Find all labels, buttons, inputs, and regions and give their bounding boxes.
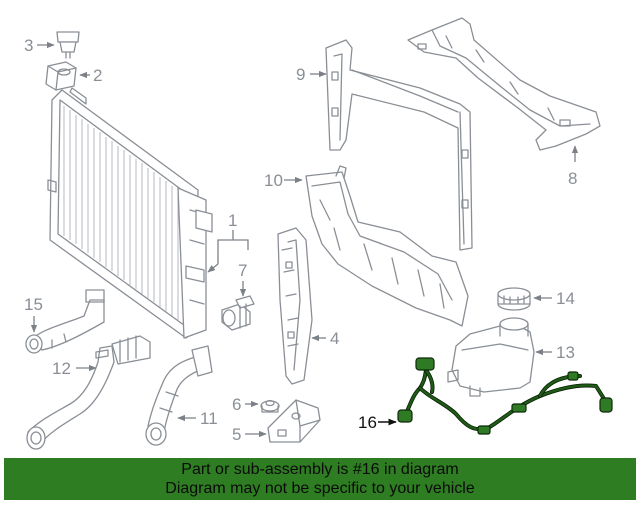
banner-line-2: Diagram may not be specific to your vehi… [165, 480, 475, 497]
part-9-support-frame[interactable] [325, 39, 473, 251]
svg-text:4: 4 [330, 329, 339, 348]
radiator-fins [63, 106, 185, 325]
part-3-clip[interactable] [56, 31, 80, 59]
part-14-reservoir-cap[interactable] [497, 287, 531, 311]
callout-16: 16 [358, 413, 397, 432]
callout-3: 3 [24, 36, 55, 55]
part-8-cross-member[interactable] [407, 17, 601, 151]
callout-15: 15 [24, 295, 43, 333]
radiator[interactable] [47, 87, 213, 339]
harness-connector-left [397, 409, 413, 423]
svg-text:12: 12 [52, 359, 71, 378]
svg-text:9: 9 [296, 65, 305, 84]
part-7-drain-plug[interactable] [221, 295, 255, 331]
svg-text:11: 11 [200, 409, 218, 428]
callout-6: 6 [232, 395, 259, 414]
svg-text:5: 5 [232, 425, 241, 444]
callout-7: 7 [238, 261, 247, 297]
callout-10: 10 [264, 171, 303, 190]
svg-text:2: 2 [93, 66, 102, 85]
callout-14: 14 [533, 289, 575, 308]
harness-connector-top [415, 357, 435, 371]
svg-text:13: 13 [556, 343, 575, 362]
part-11-hose[interactable] [145, 345, 213, 446]
callout-9: 9 [296, 65, 327, 84]
part-2-bushing[interactable] [45, 61, 77, 91]
svg-text:15: 15 [24, 295, 43, 314]
banner-line-1: Part or sub-assembly is #16 in diagram [181, 461, 459, 478]
callout-4: 4 [311, 329, 339, 348]
svg-text:7: 7 [238, 261, 247, 280]
svg-text:8: 8 [568, 169, 577, 188]
callout-1: 1 [207, 211, 249, 273]
svg-text:10: 10 [264, 171, 283, 190]
callout-11: 11 [177, 409, 218, 428]
svg-text:6: 6 [232, 395, 241, 414]
harness-clip-upper [567, 371, 579, 381]
harness-connector-right [599, 397, 613, 413]
part-12-hose[interactable] [26, 335, 151, 450]
info-banner: Part or sub-assembly is #16 in diagram D… [4, 458, 636, 500]
svg-text:3: 3 [24, 36, 33, 55]
parts-diagram: 3 2 1 [24, 17, 613, 450]
part-15-hose[interactable] [25, 289, 105, 354]
part-6-grommet[interactable] [260, 399, 280, 413]
part-4-deflector[interactable] [277, 227, 313, 385]
part-10-air-duct[interactable] [305, 165, 469, 327]
svg-text:14: 14 [556, 289, 575, 308]
part-16-wiring-harness[interactable] [397, 357, 613, 435]
callout-5: 5 [232, 425, 267, 444]
harness-clip-mid [477, 425, 491, 435]
callout-2: 2 [79, 66, 102, 85]
svg-text:16: 16 [358, 413, 377, 432]
part-5-bracket[interactable] [267, 399, 321, 443]
callout-12: 12 [52, 359, 97, 378]
part-13-reservoir[interactable] [447, 317, 535, 397]
harness-clip-right [511, 403, 527, 413]
svg-text:1: 1 [228, 211, 237, 230]
callout-13: 13 [535, 343, 575, 362]
callout-8: 8 [568, 145, 579, 188]
